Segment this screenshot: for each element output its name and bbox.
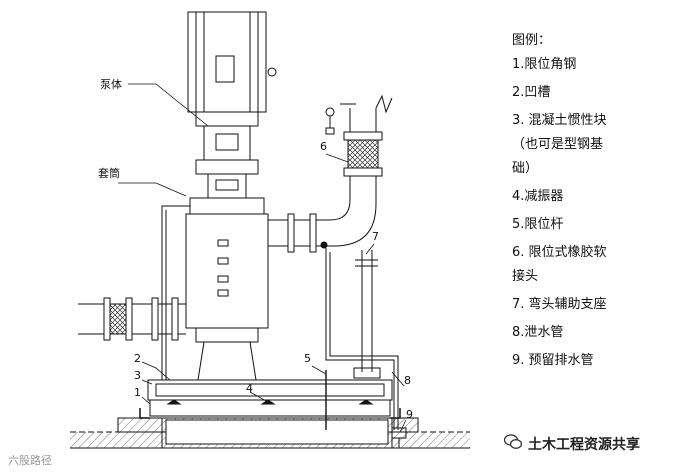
reserved-drain — [391, 427, 407, 448]
legend-item-5: 5.限位杆 — [512, 217, 564, 232]
elbow-support — [353, 250, 381, 379]
legend-item-6: 6. 限位式橡胶软 — [512, 245, 607, 260]
label-num-3: 3 — [134, 369, 141, 382]
outlet-pipe — [268, 94, 393, 253]
label-pump-body: 泵体 — [100, 77, 122, 91]
legend-title: 图例： — [512, 33, 552, 48]
legend-item-4: 4.减振器 — [512, 189, 564, 204]
label-num-8: 8 — [404, 374, 411, 387]
watermark-right: 土木工程资源共享 — [528, 437, 640, 453]
legend-item-9: 9. 预留排水管 — [512, 353, 594, 368]
label-num-5: 5 — [304, 352, 311, 365]
legend-item-3-cont2: 础） — [512, 161, 539, 176]
inlet-pipe — [78, 297, 186, 341]
legend-item-7: 7. 弯头辅助支座 — [512, 297, 607, 312]
legend-item-2: 2.凹槽 — [512, 85, 551, 100]
label-num-2: 2 — [134, 352, 141, 365]
label-num-9: 9 — [406, 408, 413, 421]
watermark-left: 六股路径 — [8, 454, 52, 467]
label-num-7: 7 — [372, 230, 379, 243]
pump-casing — [185, 197, 269, 381]
legend-item-8: 8.泄水管 — [512, 325, 564, 340]
label-num-6: 6 — [320, 140, 327, 153]
label-num-4: 4 — [246, 382, 253, 395]
wechat-icon — [504, 434, 522, 449]
sleeve-bracket — [161, 205, 190, 380]
legend-item-1: 1.限位角钢 — [512, 57, 577, 72]
legend-item-6-cont: 接头 — [512, 269, 539, 284]
leader-lines — [118, 83, 407, 433]
pressure-gauge — [325, 107, 335, 135]
inertia-block — [147, 379, 393, 417]
pump-motor — [187, 11, 277, 127]
drain-pipe — [320, 241, 399, 430]
pump-bracket — [195, 125, 259, 199]
legend-item-3: 3. 混凝土惯性块 — [512, 113, 607, 128]
legend-item-3-cont: （也可是型钢基 — [512, 137, 604, 152]
limit-angle-steel — [139, 408, 401, 419]
vibration-isolators — [166, 399, 374, 405]
legend: 图例： 1.限位角钢 2.凹槽 3. 混凝土惯性块 （也可是型钢基 础） 4.减… — [512, 26, 682, 380]
label-sleeve: 套筒 — [98, 166, 120, 180]
label-num-1: 1 — [134, 386, 141, 399]
floor-slab — [70, 417, 470, 449]
